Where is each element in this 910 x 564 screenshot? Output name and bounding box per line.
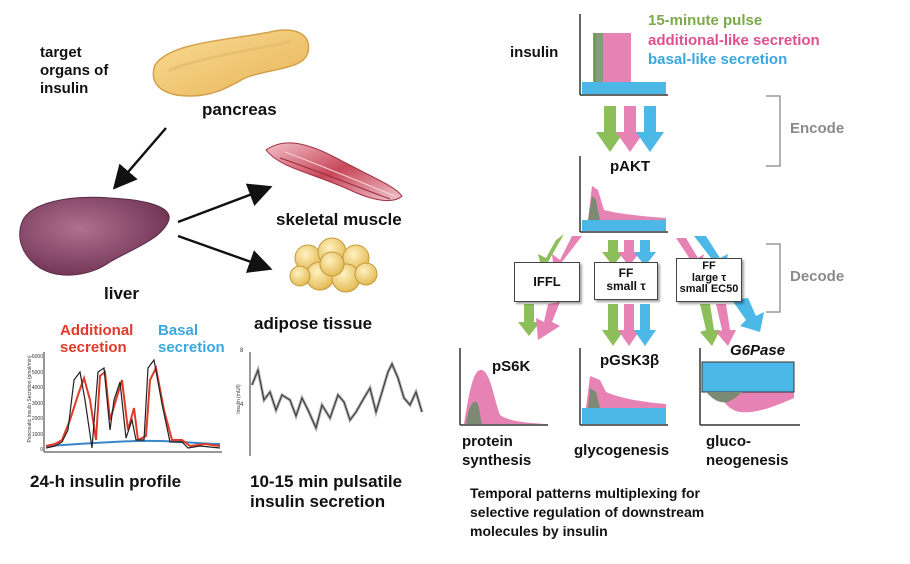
caption-line-1: Temporal patterns multiplexing for [470,485,700,501]
ps6k-label: pS6K [492,358,531,375]
pulsatile-line-1: 10-15 min pulsatile [250,472,403,491]
encode-label: Encode [790,120,845,137]
target-organs-line-1: target [40,44,82,61]
encode-bracket [766,95,781,167]
additional-secretion-label: Additional secretion [60,322,133,356]
ff-large-line-3: small EC50 [679,283,739,296]
decode-label: Decode [790,268,845,285]
decode-output-arrows [518,298,764,346]
plot-24h-ytick: 6000 [31,354,43,360]
caption-line-2: selective regulation of downstream [470,504,705,520]
ff-small-line-1: FF [618,266,634,280]
gluconeogenesis-line-1: gluco- [706,433,751,450]
plot-24h-ytick: 3000 [31,400,43,407]
plot-24h-profile [43,352,222,453]
caption: Temporal patterns multiplexing for selec… [470,484,704,541]
liver-illustration [19,196,170,276]
target-organs-line-2: organs of [40,62,109,79]
plot-24h-ytick: 5000 [31,369,43,376]
protein-synthesis-label: protein synthesis [462,432,531,470]
plot-pulsatile-ytick: 8 [240,348,244,354]
protein-synthesis-line-1: protein [462,433,513,450]
legend-pulse: 15-minute pulse [648,12,763,29]
skeletal-muscle-label: skeletal muscle [276,210,402,229]
g6pase-plot [699,348,800,426]
insulin-input-plot [579,14,668,96]
encode-arrows [596,106,664,152]
ff-small-box: FF small τ [594,262,658,300]
basal-secretion-line-1: Basal [158,322,199,339]
skeletal-muscle-illustration [265,142,403,201]
ff-large-line-2: large τ [691,271,727,284]
pgsk3b-plot [579,348,668,426]
iffl-box: IFFL [514,262,580,302]
gluconeogenesis-line-2: neogenesis [706,452,789,469]
pancreas-illustration [152,29,310,97]
organ-arrows [112,127,273,273]
basal-secretion-line-2: secretion [158,339,225,356]
gluconeogenesis-label: gluco- neogenesis [706,432,789,470]
adipose-tissue-illustration [289,237,378,293]
additional-secretion-line-1: Additional [60,322,134,339]
caption-line-3: molecules by insulin [470,523,608,539]
ff-large-line-1: FF [702,260,716,272]
liver-label: liver [104,284,139,303]
plot-24h-ytick: 2000 [31,416,43,422]
plot-24h-yticks: 6000 5000 4000 3000 2000 1000 0 [30,350,43,459]
ps6k-plot [459,348,548,426]
profile-24h-label: 24-h insulin profile [30,472,182,491]
target-organs-line-3: insulin [40,80,89,97]
pakt-plot [579,156,668,233]
pulsatile-label: 10-15 min pulsatile insulin secretion [250,472,402,512]
legend-additional: additional-like secretion [648,32,820,49]
g6pase-label: G6Pase [730,342,786,359]
pancreas-label: pancreas [202,100,277,119]
plot-pulsatile-ylabel: Insulin (mU/l) [236,384,242,414]
plot-24h-ytick: 0 [40,447,43,453]
glycogenesis-label: glycogenesis [574,442,670,459]
basal-secretion-label: Basal secretion [158,322,225,356]
pakt-label: pAKT [610,158,650,175]
ff-large-box: FF large τ small EC50 [676,258,742,302]
iffl-label: IFFL [533,274,561,289]
pgsk3b-label: pGSK3β [600,352,660,369]
protein-synthesis-line-2: synthesis [462,452,532,469]
plot-24h-ytick: 1000 [31,431,43,438]
plot-pulsatile-ytick: 4 [240,402,244,408]
legend-basal: basal-like secretion [648,51,788,68]
adipose-tissue-label: adipose tissue [254,314,373,333]
target-organs-label: target organs of insulin [40,44,108,98]
additional-secretion-line-2: secretion [60,339,127,356]
pulsatile-line-2: insulin secretion [250,492,386,511]
decode-bracket [766,243,781,313]
ff-small-line-2: small τ [606,278,646,293]
plot-pulsatile [249,352,424,456]
insulin-label: insulin [510,44,559,61]
plot-24h-ytick: 4000 [31,385,43,391]
